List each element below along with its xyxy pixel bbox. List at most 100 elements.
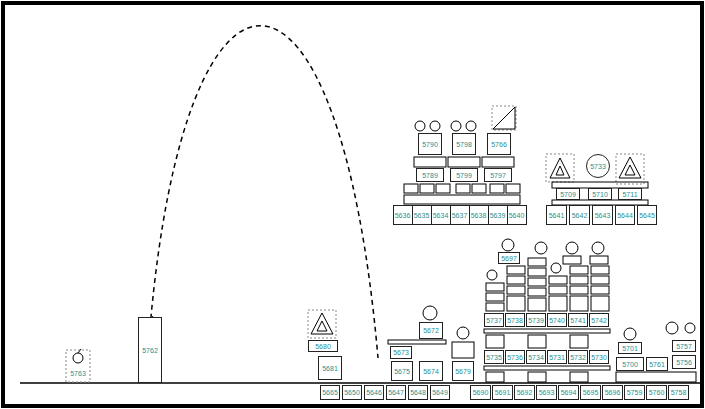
game-block: 5757	[672, 340, 696, 352]
game-block: 5696	[602, 385, 623, 400]
game-block: 5646	[364, 385, 384, 400]
game-block: 5695	[580, 385, 601, 400]
game-block: 5739	[526, 313, 546, 327]
game-block: 5673	[390, 346, 412, 359]
game-block: 5735	[484, 350, 504, 364]
game-block: 5697	[498, 252, 520, 264]
block-id: 5701	[622, 345, 638, 352]
game-block: 5733	[586, 154, 610, 178]
game-block: 5710	[588, 188, 612, 200]
block-id: 5675	[394, 368, 410, 375]
game-block: 5641	[546, 205, 567, 225]
game-block: 5647	[386, 385, 406, 400]
game-block: 5649	[430, 385, 450, 400]
game-block: 5639	[488, 205, 508, 225]
block-id: 5790	[422, 141, 438, 148]
game-block: 5674	[419, 361, 443, 381]
game-block: 5672	[419, 322, 443, 339]
block-id: 5636	[395, 212, 411, 219]
block-id: 5639	[490, 212, 506, 219]
block-id: 5742	[591, 317, 607, 324]
block-id: 5695	[583, 389, 599, 396]
block-id: 5732	[570, 354, 586, 361]
block-id: 5634	[433, 212, 449, 219]
game-block: 5693	[536, 385, 557, 400]
block-id: 5741	[570, 317, 586, 324]
block-id: 5735	[486, 354, 502, 361]
block-id: 5799	[456, 172, 472, 179]
block-id: 5697	[501, 255, 517, 262]
game-block: 5650	[342, 385, 362, 400]
game-block: 5763	[66, 366, 90, 380]
game-block: 5711	[618, 188, 642, 200]
game-block: 5759	[624, 385, 645, 400]
block-id: 5692	[517, 389, 533, 396]
game-block: 5736	[505, 350, 525, 364]
game-block: 5762	[138, 317, 162, 383]
block-id: 5638	[471, 212, 487, 219]
block-id: 5758	[671, 389, 687, 396]
block-id: 5733	[590, 163, 606, 170]
game-block: 5640	[507, 205, 527, 225]
block-id: 5679	[455, 368, 471, 375]
block-id: 5757	[676, 343, 692, 350]
block-id: 5797	[490, 172, 506, 179]
block-id: 5766	[491, 141, 507, 148]
block-id: 5640	[509, 212, 525, 219]
game-block: 5760	[646, 385, 667, 400]
game-block: 5692	[514, 385, 535, 400]
block-id: 5680	[315, 343, 331, 350]
game-block: 5758	[668, 385, 689, 400]
block-id: 5637	[452, 212, 468, 219]
block-id: 5763	[70, 370, 86, 377]
game-block: 5637	[450, 205, 470, 225]
block-id: 5693	[539, 389, 555, 396]
block-id: 5691	[495, 389, 511, 396]
block-id: 5700	[622, 361, 638, 368]
block-id: 5789	[422, 172, 438, 179]
game-block: 5681	[318, 356, 342, 380]
block-id: 5694	[561, 389, 577, 396]
game-block: 5742	[589, 313, 609, 327]
block-id: 5690	[473, 389, 489, 396]
game-block: 5665	[320, 385, 340, 400]
block-id: 5696	[605, 389, 621, 396]
game-block: 5741	[568, 313, 588, 327]
block-id: 5762	[142, 347, 158, 354]
block-id: 5731	[549, 354, 565, 361]
block-id: 5740	[549, 317, 565, 324]
block-id: 5739	[528, 317, 544, 324]
block-id: 5681	[322, 365, 338, 372]
game-block: 5732	[568, 350, 588, 364]
block-id: 5756	[676, 359, 692, 366]
game-block: 5738	[505, 313, 525, 327]
game-block: 5694	[558, 385, 579, 400]
block-id: 5737	[486, 317, 502, 324]
game-block: 5691	[492, 385, 513, 400]
block-id: 5649	[432, 389, 448, 396]
game-block: 5648	[408, 385, 428, 400]
game-block: 5756	[672, 355, 696, 369]
block-id: 5648	[410, 389, 426, 396]
block-id: 5760	[649, 389, 665, 396]
block-id: 5710	[592, 191, 608, 198]
block-id: 5641	[549, 212, 565, 219]
game-block: 5799	[450, 168, 478, 182]
block-id: 5645	[639, 212, 655, 219]
game-block: 5679	[452, 361, 474, 381]
game-block: 5643	[592, 205, 613, 225]
block-id: 5635	[414, 212, 430, 219]
game-block: 5731	[547, 350, 567, 364]
block-id: 5643	[595, 212, 611, 219]
block-id: 5798	[456, 141, 472, 148]
block-id: 5730	[591, 354, 607, 361]
game-block: 5737	[484, 313, 504, 327]
game-block: 5730	[589, 350, 609, 364]
game-block: 5761	[646, 357, 668, 371]
block-id: 5709	[560, 191, 576, 198]
block-id: 5674	[423, 368, 439, 375]
game-block: 5766	[487, 133, 511, 155]
block-id: 5642	[572, 212, 588, 219]
game-block: 5638	[469, 205, 489, 225]
